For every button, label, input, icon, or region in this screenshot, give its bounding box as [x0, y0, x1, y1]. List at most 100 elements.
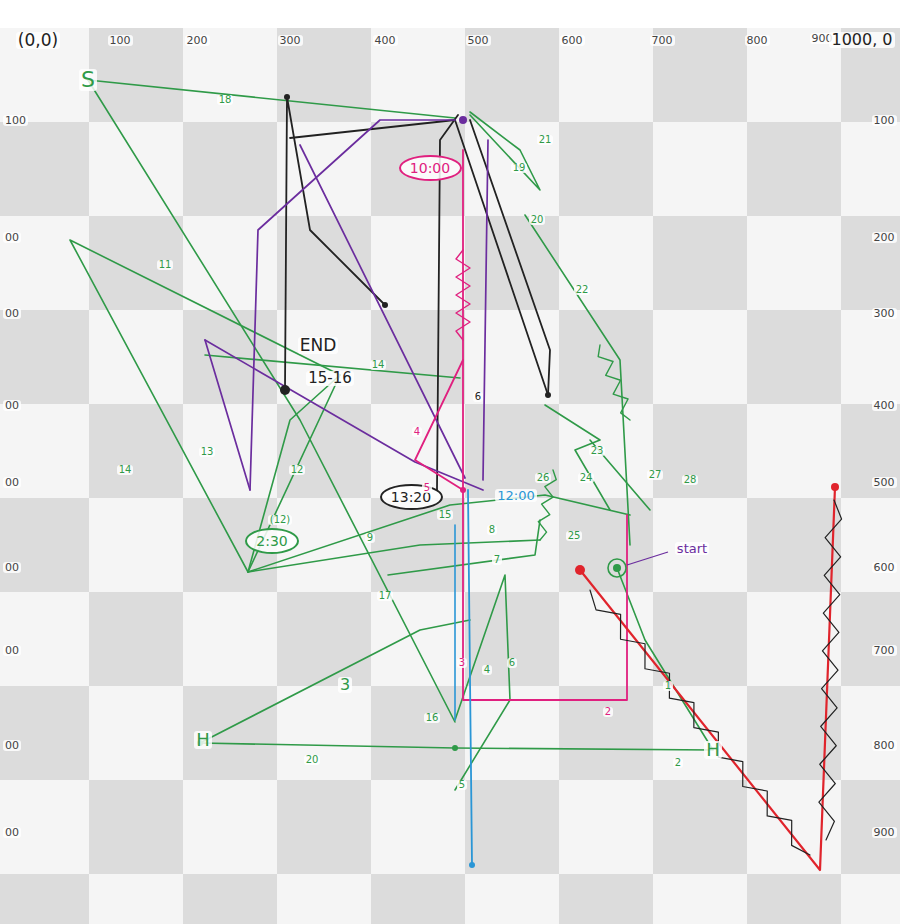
callout-number: 2: [603, 707, 613, 717]
axis-label: 200: [872, 232, 897, 243]
grid-square: [0, 310, 89, 404]
waypoint-dot: [469, 862, 475, 868]
grid-square: [747, 310, 841, 404]
grid-square: [465, 592, 559, 686]
callout-number: 22: [574, 285, 591, 295]
grid-square: [371, 686, 465, 780]
waypoint-dot: [613, 564, 621, 572]
grid-square: [559, 216, 653, 310]
trajectory-line: [200, 743, 713, 750]
grid-square: [465, 216, 559, 310]
grid-square: [89, 310, 183, 404]
callout-number: 6: [507, 658, 517, 668]
waypoint-dot: [459, 116, 467, 124]
grid-square: [841, 686, 900, 780]
time-label: 10:00: [410, 161, 450, 175]
grid-square: [841, 310, 900, 404]
axis-label: 100: [108, 35, 133, 46]
trajectory-line: [285, 97, 385, 390]
grid-square: [465, 310, 559, 404]
trajectory-line: [456, 250, 470, 340]
axis-label: 400: [373, 35, 398, 46]
axis-label: 700: [650, 35, 675, 46]
axis-label: 300: [872, 308, 897, 319]
grid-square: [371, 28, 465, 122]
callout-number: 7: [492, 555, 502, 565]
map-note: 15-16: [306, 371, 354, 386]
grid-square: [0, 28, 89, 122]
grid-square: [559, 498, 653, 592]
grid-square: [841, 404, 900, 498]
map-note: 12:00: [495, 489, 536, 502]
time-oval: 10:00: [399, 155, 462, 181]
axis-label: 00: [3, 645, 21, 656]
axis-label: 900: [872, 827, 897, 838]
leader-line: [627, 552, 668, 565]
grid-square: [747, 216, 841, 310]
callout-number: 3: [457, 658, 467, 668]
grid-square: [89, 216, 183, 310]
axis-label: 600: [872, 562, 897, 573]
trajectory-line: [88, 80, 455, 118]
grid-square: [465, 780, 559, 874]
time-oval: 13:20: [380, 484, 443, 510]
callout-number: 28: [682, 475, 699, 485]
trajectory-line: [617, 568, 713, 750]
grid-square: [183, 780, 277, 874]
grid-square: [89, 780, 183, 874]
map-note: start: [675, 542, 709, 555]
callout-number: 3: [338, 677, 352, 693]
axis-label: 500: [466, 35, 491, 46]
trajectory-line: [70, 240, 340, 572]
trajectory-line: [205, 340, 483, 490]
axis-label: 00: [3, 562, 21, 573]
grid-square: [183, 28, 277, 122]
grid-square: [277, 686, 371, 780]
trajectory-line: [415, 360, 463, 490]
axis-label: 00: [3, 308, 21, 319]
grid-square: [841, 498, 900, 592]
grid-square: [371, 592, 465, 686]
axis-label: 00: [3, 827, 21, 838]
callout-number: 27: [647, 470, 664, 480]
grid-square: [89, 686, 183, 780]
callout-number: 15: [437, 510, 454, 520]
callout-number: 17: [377, 591, 394, 601]
callout-number: 11: [157, 260, 174, 270]
grid-square: [277, 216, 371, 310]
axis-label: 200: [185, 35, 210, 46]
waypoint-dot: [284, 94, 290, 100]
waypoint-dot: [452, 745, 458, 751]
trajectory-line: [200, 620, 470, 743]
grid-square: [559, 122, 653, 216]
map-note: H: [704, 741, 722, 759]
callout-number: 25: [566, 531, 583, 541]
grid-square: [465, 498, 559, 592]
trajectory-line: [388, 520, 540, 575]
trajectory-line: [819, 500, 842, 840]
grid-square: [277, 592, 371, 686]
grid-square: [559, 780, 653, 874]
callout-number: 23: [589, 446, 606, 456]
callout-number: 9: [365, 533, 375, 543]
trajectory-line: [470, 120, 550, 395]
paths: [70, 80, 842, 870]
grid-square: [89, 122, 183, 216]
grid-square: [183, 874, 277, 924]
trajectory-line: [580, 487, 835, 870]
axis-label: 00: [3, 740, 21, 751]
axis-label: 00: [3, 232, 21, 243]
checkerboard: [0, 28, 900, 924]
grid-square: [277, 122, 371, 216]
grid-square: [653, 780, 747, 874]
map-note: S: [79, 69, 97, 91]
trajectory-line: [590, 590, 810, 855]
callout-number: 8: [487, 525, 497, 535]
callout-number: 20: [304, 755, 321, 765]
waypoint-dot: [382, 302, 388, 308]
grid-square: [0, 686, 89, 780]
grid-square: [89, 592, 183, 686]
axis-label: 800: [745, 35, 770, 46]
trajectory-line: [483, 140, 488, 480]
